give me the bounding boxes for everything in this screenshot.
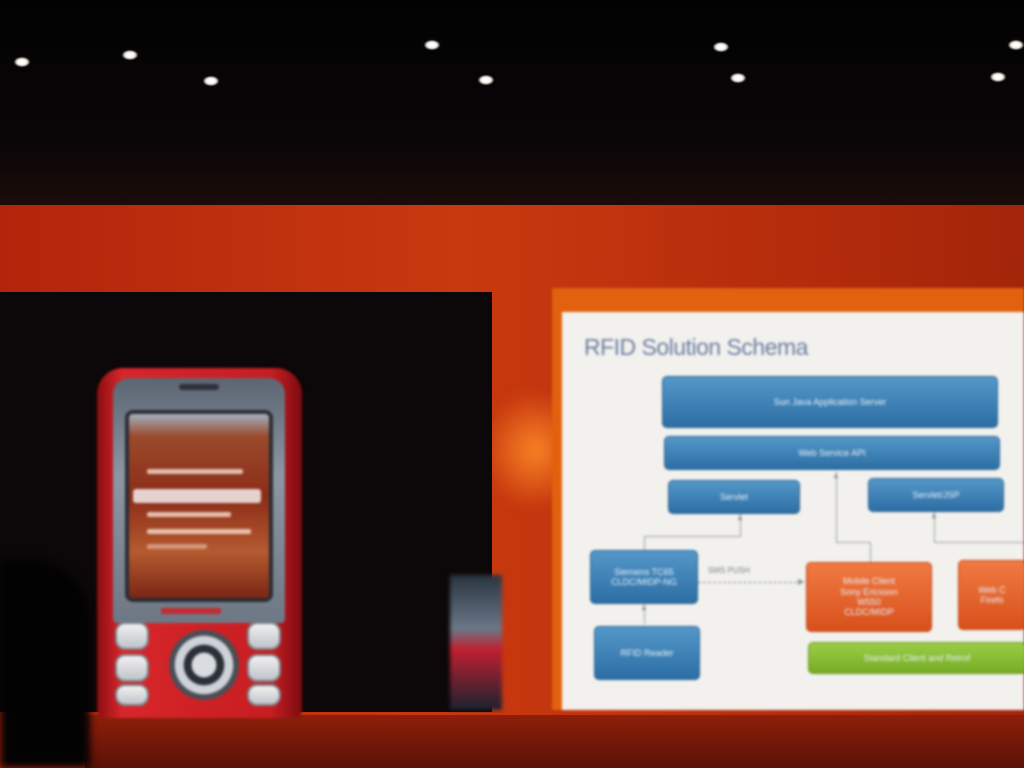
phone-face <box>113 378 285 623</box>
ceiling-light <box>1008 40 1024 50</box>
connector-line <box>740 514 741 536</box>
connector-line <box>644 536 741 537</box>
arrowhead-icon: ▲ <box>640 603 648 612</box>
screen-edge-fragment <box>450 575 502 710</box>
ceiling <box>0 0 1024 205</box>
phone-menu-line <box>147 512 231 517</box>
phone-menu-line <box>147 469 243 474</box>
phone-menu-highlight <box>133 489 261 503</box>
ceiling-light <box>203 76 219 86</box>
slide-frame: RFID Solution Schema Sun Java Applicatio… <box>552 288 1024 710</box>
ceiling-light <box>990 72 1006 82</box>
phone-display <box>129 414 269 598</box>
sms-push-label: SMS PUSH <box>708 566 750 575</box>
web-client-box: Web C Firefo <box>958 560 1024 630</box>
phone-navigation-pad <box>169 630 239 700</box>
stage-floor <box>85 715 1024 768</box>
phone-left-softkey <box>115 622 149 650</box>
arrowhead-icon: ▶ <box>798 577 805 586</box>
ceiling-light <box>478 75 494 85</box>
sms-push-arrow <box>698 582 802 583</box>
arrowhead-icon: ▲ <box>736 513 744 522</box>
phone-brand-logo <box>161 608 221 614</box>
phone-back-key <box>115 684 149 706</box>
ceiling-light <box>730 73 746 83</box>
arrowhead-icon: ▲ <box>832 471 840 480</box>
connector-line <box>836 542 870 543</box>
phone-right-softkey <box>247 622 281 650</box>
phone-menu-line <box>147 529 251 534</box>
phone-end-key <box>247 654 281 682</box>
ceiling-light <box>424 40 440 50</box>
app-server-box: Sun Java Application Server <box>662 376 998 428</box>
connector-line <box>644 604 645 624</box>
slide-body: RFID Solution Schema Sun Java Applicatio… <box>562 312 1024 710</box>
ceiling-light <box>713 42 729 52</box>
web-service-api-box: Web Service API <box>664 436 1000 470</box>
phone-keypad <box>111 618 287 714</box>
mobile-client-box: Mobile Client Sony Ericsson W550 CLDC/MI… <box>806 562 932 632</box>
ceiling-light <box>14 57 30 67</box>
mobile-phone-icon <box>97 368 302 718</box>
connector-line <box>934 542 1024 543</box>
standard-client-box: Standard Client and Retrof <box>808 642 1024 674</box>
arrowhead-icon: ▲ <box>930 511 938 520</box>
ceiling-light <box>122 50 138 60</box>
servlet-box: Servlet <box>668 480 800 514</box>
connector-line <box>870 542 871 562</box>
reader-device-box: Siemens TC65 CLDC/MIDP-NG <box>590 550 698 604</box>
phone-menu-line <box>147 544 207 549</box>
phone-call-key <box>115 654 149 682</box>
left-audience-silhouette <box>0 560 90 768</box>
connector-line <box>644 536 645 550</box>
phone-clear-key <box>247 684 281 706</box>
slide-title: RFID Solution Schema <box>584 334 808 360</box>
connector-line <box>934 512 935 542</box>
phone-speaker <box>179 384 219 390</box>
rfid-reader-box: RFID Reader <box>594 626 700 680</box>
connector-line <box>836 472 837 542</box>
servlet-jsp-box: Servlet/JSP <box>868 478 1004 512</box>
